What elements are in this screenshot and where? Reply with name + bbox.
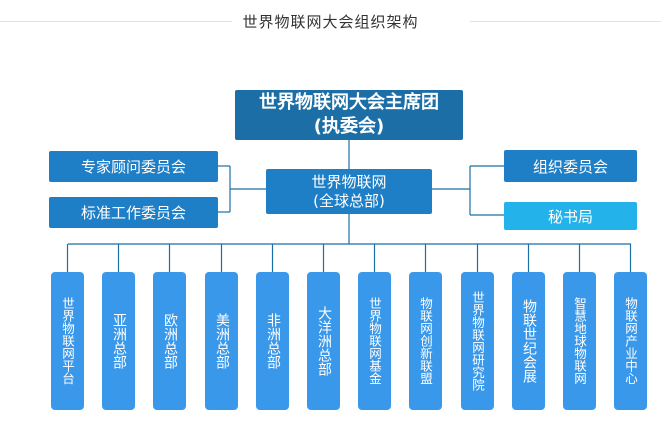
branch-box: 物联世纪会展 xyxy=(512,272,545,410)
branch-box: 物联网产业中心 xyxy=(614,272,647,410)
branch-box: 世界物联网研究院 xyxy=(461,272,494,410)
presidium-box: 世界物联网大会主席团 (执委会) xyxy=(235,90,463,140)
title-rule-left xyxy=(0,21,232,22)
branch-box: 世界物联网平台 xyxy=(51,272,84,410)
presidium-name: 世界物联网大会主席团 xyxy=(259,92,439,113)
organizing-committee-box: 组织委员会 xyxy=(504,150,637,182)
branch-box: 非洲总部 xyxy=(256,272,289,410)
branch-box: 世界物联网基金 xyxy=(358,272,391,410)
title-rule-right xyxy=(470,21,661,22)
hq-subtitle: (全球总部) xyxy=(313,191,385,210)
standards-committee-box: 标准工作委员会 xyxy=(49,197,218,228)
branch-box: 欧洲总部 xyxy=(153,272,186,410)
branch-box: 大洋洲总部 xyxy=(307,272,340,410)
branch-box: 智慧地球物联网 xyxy=(563,272,596,410)
branch-box: 物联网创新联盟 xyxy=(409,272,442,410)
branch-box: 亚洲总部 xyxy=(102,272,135,410)
presidium-subtitle: (执委会) xyxy=(313,116,385,137)
expert-advisory-committee-box: 专家顾问委员会 xyxy=(49,151,218,182)
hq-box: 世界物联网 (全球总部) xyxy=(266,169,432,214)
secretariat-box: 秘书局 xyxy=(504,202,637,230)
branch-box: 美洲总部 xyxy=(205,272,238,410)
page-title: 世界物联网大会组织架构 xyxy=(242,13,419,31)
hq-name: 世界物联网 xyxy=(311,172,387,191)
